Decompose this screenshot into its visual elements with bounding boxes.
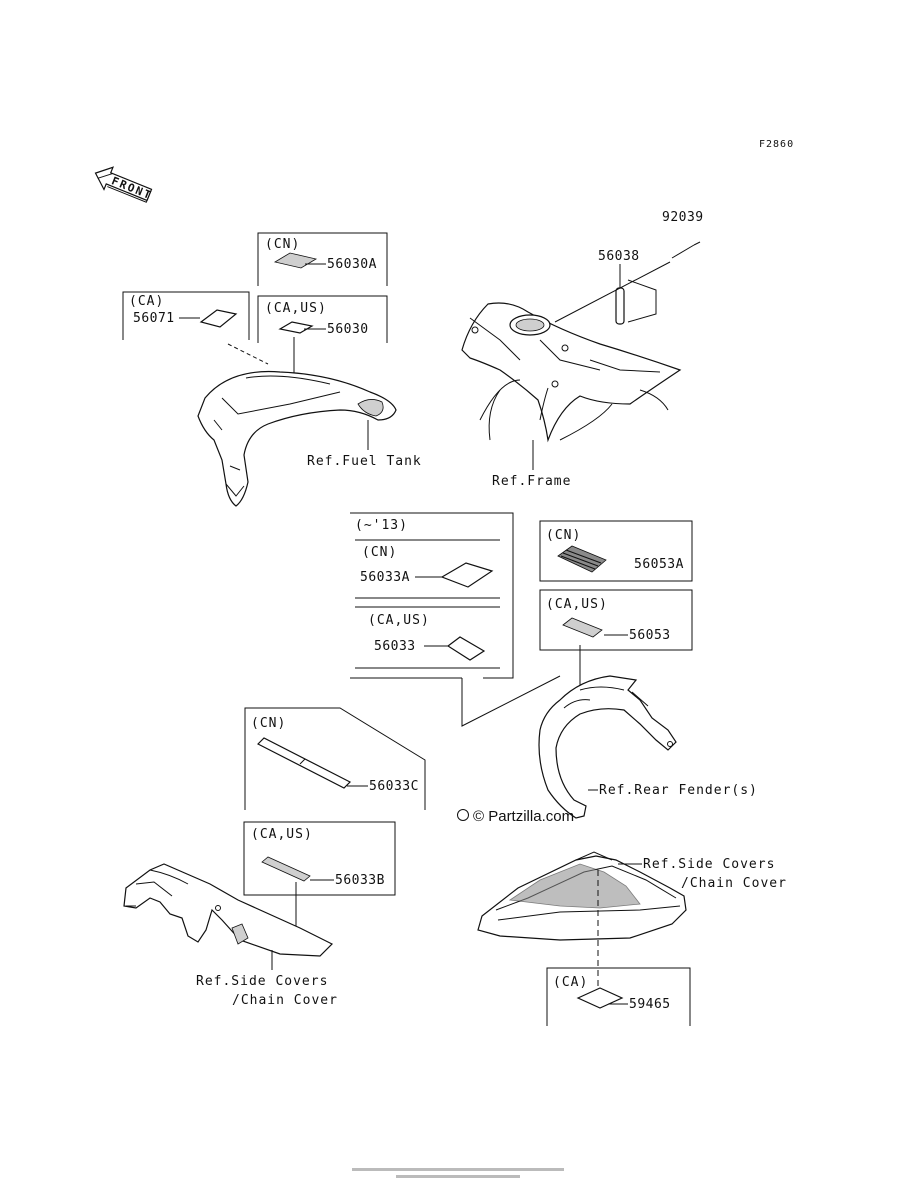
warning-label-icon: [273, 252, 318, 269]
panel-region-label: (CA): [129, 294, 164, 309]
part-label-92039: 92039: [662, 210, 704, 225]
warning-label-icon: [557, 545, 607, 573]
warning-label-icon: [440, 562, 494, 588]
warning-label-icon: [256, 737, 352, 789]
warning-label-icon: [576, 987, 624, 1009]
warning-label-icon: [562, 617, 603, 638]
label-panel-56030: (CA,US) 56030: [257, 295, 388, 343]
part-number-label: 56030: [327, 322, 369, 337]
part-number-label: 56033C: [369, 779, 419, 794]
front-label: FRONT: [110, 174, 155, 202]
ref-side-covers-left-line2: /Chain Cover: [232, 993, 338, 1008]
watermark: © Partzilla.com: [473, 808, 574, 825]
chain-cover-left-drawing: [123, 863, 334, 957]
panel-region-label: (CA,US): [251, 827, 313, 842]
part-number-label: 56071: [133, 311, 175, 326]
ref-side-covers-right-line2: /Chain Cover: [681, 876, 787, 891]
label-panel-56030a: (CN) 56030A: [257, 232, 388, 286]
diagram-code: F2860: [759, 139, 794, 150]
footer-copyright: [352, 1168, 564, 1178]
rear-fender-drawing: [538, 675, 677, 819]
label-panel-56033c: (CN) 56033C: [244, 707, 426, 810]
panel-years-label: (~'13): [355, 518, 408, 533]
panel-region-label: (CN): [362, 545, 397, 560]
part-label-56038: 56038: [598, 249, 640, 264]
part-number-label: 56053A: [634, 557, 684, 572]
fuel-tank-drawing: [197, 370, 397, 507]
label-panel-56053: (CA,US) 56053: [539, 589, 693, 651]
side-cover-right-drawing: [477, 851, 687, 941]
label-panel-56053a: (CN) 56053A: [539, 520, 693, 582]
part-number-label: 56033: [374, 639, 416, 654]
frame-drawing: [461, 302, 682, 443]
ref-side-covers-right-line1: Ref.Side Covers: [643, 857, 775, 872]
panel-region-label: (CN): [251, 716, 286, 731]
part-number-label: 56033A: [360, 570, 410, 585]
part-number-label: 56033B: [335, 873, 385, 888]
tie-strap-icon: [615, 287, 625, 325]
panel-region-label: (CN): [546, 528, 581, 543]
front-arrow-icon: FRONT: [94, 166, 155, 203]
warning-label-icon: [278, 321, 314, 334]
panel-region-label: (CN): [265, 237, 300, 252]
ref-side-covers-left-line1: Ref.Side Covers: [196, 974, 328, 989]
panel-region-label: (CA,US): [546, 597, 608, 612]
label-panel-59465: (CA) 59465: [546, 967, 691, 1026]
part-number-label: 59465: [629, 997, 671, 1012]
warning-label-icon: [446, 636, 486, 661]
ref-rear-fender-label: Ref.Rear Fender(s): [599, 783, 758, 798]
part-number-label: 56030A: [327, 257, 377, 272]
label-panel-56071: (CA) 56071: [122, 291, 250, 340]
panel-region-label: (CA,US): [265, 301, 327, 316]
warning-label-icon: [199, 309, 238, 328]
warning-label-icon: [261, 856, 311, 882]
label-panel-56033b: (CA,US) 56033B: [243, 821, 396, 896]
panel-region-label: (CA): [553, 975, 588, 990]
label-panel-56033: (~'13) (CN) 56033A (CA,US) 56033: [350, 512, 514, 679]
ref-fuel-tank-label: Ref.Fuel Tank: [307, 454, 422, 469]
part-number-label: 56053: [629, 628, 671, 643]
ref-frame-label: Ref.Frame: [492, 474, 571, 489]
panel-region-label: (CA,US): [368, 613, 430, 628]
